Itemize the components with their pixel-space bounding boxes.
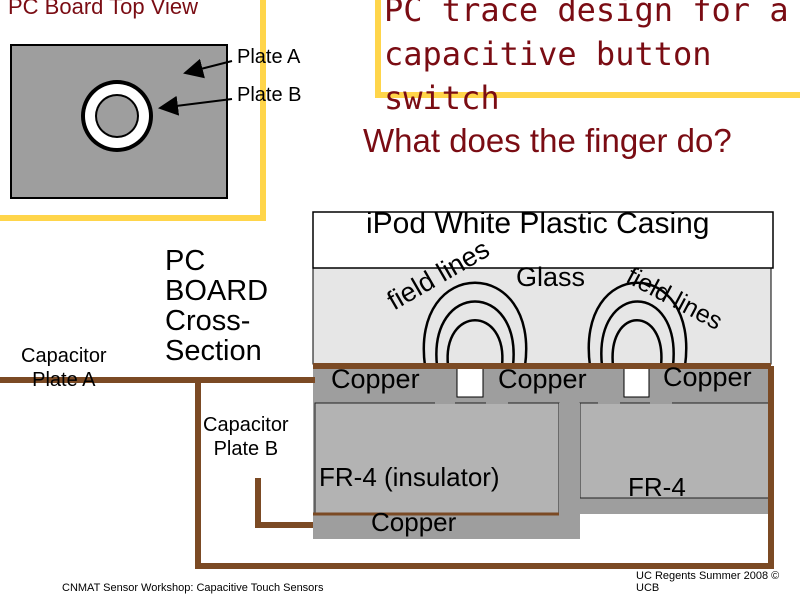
copper-bottom-label: Copper <box>371 507 457 537</box>
field-loop-1 <box>422 281 528 367</box>
field-loop-3 <box>446 319 504 367</box>
plate-a-label: Plate A <box>237 46 301 68</box>
top-view-frame <box>0 0 266 221</box>
pc-board-line4: Section <box>165 335 262 367</box>
pc-board-line1: PC <box>165 245 206 277</box>
casing-layer <box>312 211 774 269</box>
fr4-left-section <box>314 402 560 514</box>
glass-label: Glass <box>516 262 586 292</box>
copper-label-3: Copper <box>663 362 752 392</box>
top-view-title: PC Board Top View <box>8 0 198 19</box>
pc-board-line2: BOARD <box>165 275 269 307</box>
capacitor-b-line2: Plate B <box>213 438 279 460</box>
copper-label-2: Copper <box>498 364 587 394</box>
capacitor-a-line2: Plate A <box>32 369 96 391</box>
field-loop-5 <box>600 300 675 367</box>
field-loop-2 <box>435 300 515 367</box>
plate-a-arrow <box>183 58 233 79</box>
plate-b-label: Plate B <box>237 84 302 106</box>
title-frame <box>375 0 800 98</box>
slide-title-line2: capacitive button switch <box>384 35 712 117</box>
gap-left <box>456 363 484 398</box>
via-4 <box>650 364 672 404</box>
field-loop-4 <box>587 281 688 367</box>
via-1 <box>435 364 455 404</box>
fr4-right-label: FR-4 <box>628 472 686 502</box>
copper-label-1: Copper <box>331 364 420 394</box>
via-3 <box>598 364 620 404</box>
field-loop-6 <box>611 319 663 367</box>
glass-layer <box>312 267 772 365</box>
wire-plate-b <box>255 478 313 528</box>
fr4-left-label: FR-4 (insulator) <box>319 462 500 492</box>
slide-title-line1: PC trace design for a <box>384 0 789 29</box>
footer-left: CNMAT Sensor Workshop: Capacitive Touch … <box>62 582 324 594</box>
wire-right-return <box>195 366 774 569</box>
board-connector <box>559 403 580 539</box>
capacitor-b-label: Capacitor Plate B <box>203 413 289 461</box>
copper-bottom <box>313 514 575 539</box>
capacitor-a-line1: Capacitor <box>21 345 107 367</box>
pc-board-line3: Cross- <box>165 305 251 337</box>
capacitor-b-line1: Capacitor <box>203 414 289 436</box>
gap-right <box>623 363 650 398</box>
via-2 <box>486 364 508 404</box>
plate-b-arrow <box>158 95 233 116</box>
question-text: What does the finger do? <box>363 122 732 159</box>
slide-title: PC trace design for a capacitive button … <box>384 0 800 120</box>
plate-a-disc <box>97 96 137 136</box>
footer-right: UC Regents Summer 2008 © UCB <box>636 570 780 594</box>
capacitor-a-label: Capacitor Plate A <box>21 344 107 392</box>
pc-board-label: PC BOARD Cross- Section <box>165 246 268 366</box>
wires <box>0 363 774 569</box>
casing-label: iPod White Plastic Casing <box>366 207 710 240</box>
field-lines <box>422 281 688 367</box>
